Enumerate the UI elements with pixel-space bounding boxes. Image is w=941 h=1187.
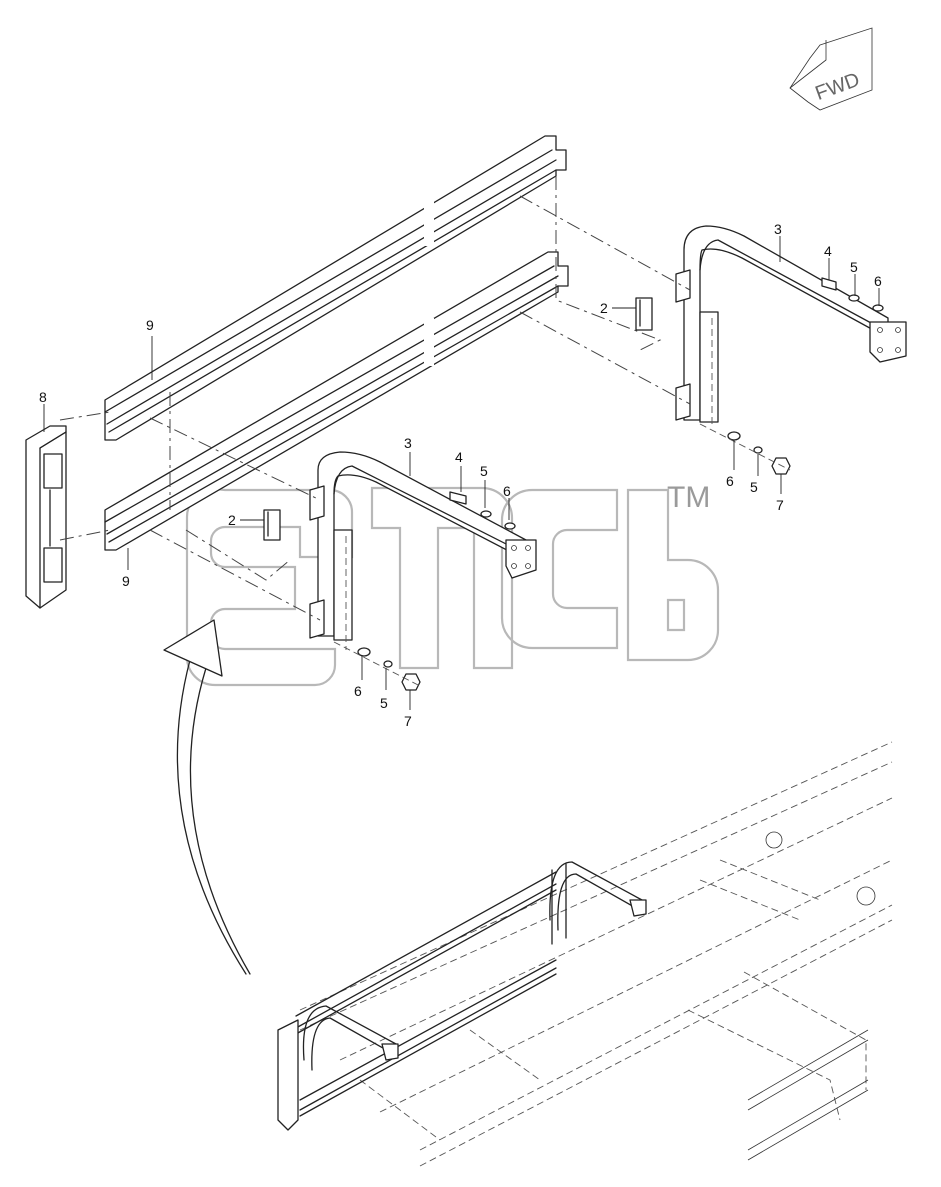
callout-labels: 2 3 4 5 6 6 5 7 9 8 9 3 4 5 6 2 6 bbox=[39, 221, 882, 729]
callout-2: 2 bbox=[600, 300, 608, 316]
callout-9: 9 bbox=[122, 573, 130, 589]
hardware-right bbox=[727, 431, 791, 475]
callout-3: 3 bbox=[404, 435, 412, 451]
callout-5: 5 bbox=[850, 259, 858, 275]
callout-6: 6 bbox=[354, 683, 362, 699]
rail-upper bbox=[104, 135, 567, 441]
fwd-direction-marker: FWD bbox=[789, 27, 873, 111]
callout-7: 7 bbox=[776, 497, 784, 513]
callout-5: 5 bbox=[750, 479, 758, 495]
callout-5: 5 bbox=[480, 463, 488, 479]
callout-4: 4 bbox=[455, 449, 463, 465]
callout-6: 6 bbox=[503, 483, 511, 499]
end-cap bbox=[25, 425, 67, 609]
callout-5: 5 bbox=[380, 695, 388, 711]
rail-lower bbox=[104, 251, 569, 551]
callout-4: 4 bbox=[824, 243, 832, 259]
callout-6: 6 bbox=[726, 473, 734, 489]
callout-7: 7 bbox=[404, 713, 412, 729]
fwd-label: FWD bbox=[812, 69, 862, 105]
clip-upper bbox=[635, 297, 653, 331]
bracket-lower-left bbox=[309, 451, 537, 641]
chassis-frame bbox=[299, 741, 893, 1167]
watermark-trademark: TM bbox=[667, 481, 710, 514]
callout-6: 6 bbox=[874, 273, 882, 289]
callout-8: 8 bbox=[39, 389, 47, 405]
bracket-upper-right bbox=[675, 225, 907, 423]
hardware-left bbox=[357, 647, 421, 691]
callout-3: 3 bbox=[774, 221, 782, 237]
callout-9: 9 bbox=[146, 317, 154, 333]
mounted-rail-assembly bbox=[277, 861, 647, 1131]
callout-2: 2 bbox=[228, 512, 236, 528]
reference-arrow bbox=[163, 619, 251, 975]
clip-lower bbox=[263, 509, 281, 541]
assembly-lines bbox=[59, 176, 791, 687]
